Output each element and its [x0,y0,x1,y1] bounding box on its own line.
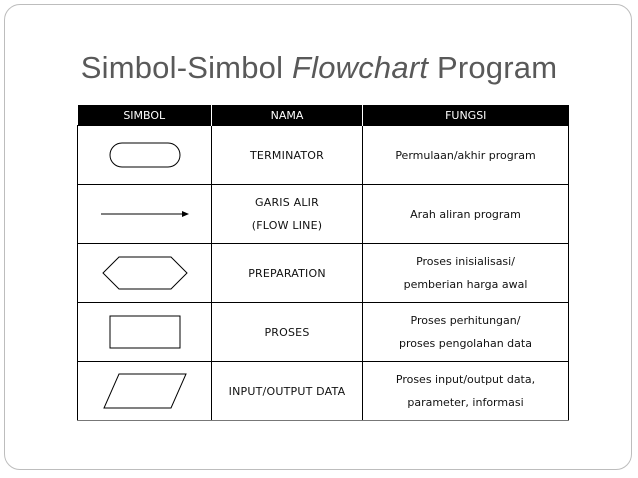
flowchart-symbol-table: SIMBOL NAMA FUNGSI TERMINATOR Permulaan/… [77,105,569,421]
header-fungsi: FUNGSI [362,105,569,126]
table-row: INPUT/OUTPUT DATA Proses input/output da… [77,361,569,421]
preparation-hexagon-icon [101,256,188,290]
name-cell: PROSES [211,302,363,362]
table-row: GARIS ALIR(FLOW LINE) Arah aliran progra… [77,184,569,244]
table-row: TERMINATOR Permulaan/akhir program [77,125,569,185]
flow-line-arrow-icon [100,211,189,217]
header-nama: NAMA [211,105,363,126]
table-header-row: SIMBOL NAMA FUNGSI [77,105,569,126]
symbol-cell [77,361,212,421]
symbol-cell [77,302,212,362]
process-rectangle-icon [109,315,180,349]
function-cell: Proses perhitungan/proses pengolahan dat… [362,302,569,362]
function-cell: Arah aliran program [362,184,569,244]
symbol-cell [77,184,212,244]
symbol-cell [77,125,212,185]
input-output-parallelogram-icon [102,373,187,409]
table-row: PROSES Proses perhitungan/proses pengola… [77,302,569,362]
function-cell: Permulaan/akhir program [362,125,569,185]
slide-title: Simbol-Simbol Flowchart Program [80,50,558,85]
function-cell: Proses input/output data,parameter, info… [362,361,569,421]
table-row: PREPARATION Proses inisialisasi/pemberia… [77,243,569,303]
name-cell: PREPARATION [211,243,363,303]
name-cell: TERMINATOR [211,125,363,185]
terminator-icon [109,142,180,168]
name-cell: GARIS ALIR(FLOW LINE) [211,184,363,244]
symbol-cell [77,243,212,303]
function-cell: Proses inisialisasi/pemberian harga awal [362,243,569,303]
name-cell: INPUT/OUTPUT DATA [211,361,363,421]
header-simbol: SIMBOL [77,105,212,126]
